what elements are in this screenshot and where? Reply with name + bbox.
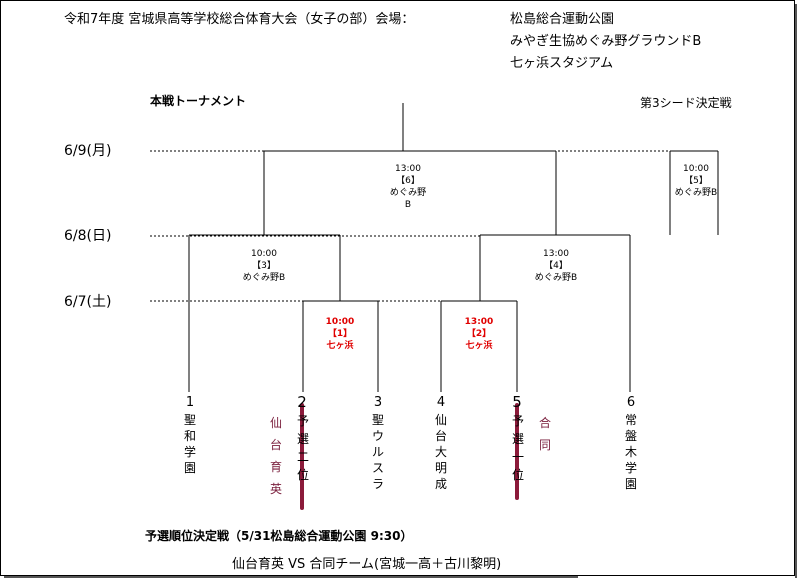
venue-1: 松島総合運動公園 [510,12,615,27]
team-1-num: 1 [185,395,195,410]
main-tournament-label: 本戦トーナメント [150,94,247,108]
third-seed-label: 第3シード決定戦 [640,96,732,110]
venue-3: 七ヶ浜スタジアム [510,56,614,71]
header-title: 令和7年度 宮城県高等学校総合体育大会（女子の部）会場： [64,12,415,27]
match-3-info: 10:00 【3】 めぐみ野B [242,249,286,283]
qualifier-title: 予選順位決定戦（5/31松島総合運動公園 9:30） [145,529,413,543]
team-4-num: 4 [436,395,446,410]
date-jun9: 6/9(月) [64,143,112,159]
side-note-right: 合同 [538,416,551,452]
match-4-info: 13:00 【4】 めぐみ野B [534,249,578,283]
match-1-info: 10:00 【1】 七ヶ浜 [325,317,355,351]
match-5-info: 10:00 【5】 めぐみ野B [674,164,718,198]
team-5-name: 予選一位 [511,414,524,482]
team-5-num: 5 [512,393,522,411]
team-3-num: 3 [373,395,383,410]
team-4-name: 仙台大明成 [434,413,447,491]
team-1-name: 聖和学園 [183,413,196,475]
side-note-left: 仙台育英 [269,416,282,496]
venue-2: みやぎ生協めぐみ野グラウンドB [510,34,702,49]
match-6-info: 13:00 【6】 めぐみ野 B [389,164,427,210]
team-3-name: 聖ウルスラ [371,413,384,491]
date-jun8: 6/8(日) [64,228,112,244]
date-jun7: 6/7(土) [64,294,112,310]
team-2-name: 予選二位 [296,414,309,482]
team-6-name: 常盤木学園 [624,413,637,491]
qualifier-match: 仙台育英 VS 合同チーム(宮城一高＋古川黎明) [232,557,502,572]
team-2-num: 2 [297,393,307,411]
match-2-info: 13:00 【2】 七ヶ浜 [464,317,494,351]
team-6-num: 6 [626,395,636,410]
